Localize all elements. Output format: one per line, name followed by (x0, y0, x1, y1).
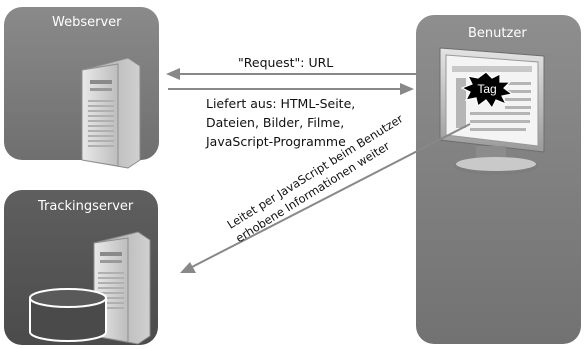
webserver-tower-icon (81, 57, 141, 169)
delivers-label: Liefert aus: HTML-Seite, Dateien, Bilder… (206, 94, 355, 151)
tag-starburst-icon (460, 71, 514, 110)
tag-label: Tag (477, 82, 496, 96)
deliver-arrow (168, 83, 414, 95)
trackingserver-title: Trackingserver (38, 199, 134, 214)
delivers-line: JavaScript-Programme (206, 134, 346, 149)
user-title: Benutzer (468, 26, 527, 41)
trackingserver-tower-icon (93, 231, 151, 345)
request-label: "Request": URL (238, 55, 334, 70)
database-icon (29, 288, 107, 342)
delivers-line: Liefert aus: HTML-Seite, (206, 96, 356, 111)
monitor-icon (439, 47, 545, 175)
tracking-arrow (180, 123, 471, 273)
webserver-title: Webserver (52, 15, 122, 30)
request-arrow (166, 68, 416, 80)
delivers-line: Dateien, Bilder, Filme, (206, 115, 345, 130)
